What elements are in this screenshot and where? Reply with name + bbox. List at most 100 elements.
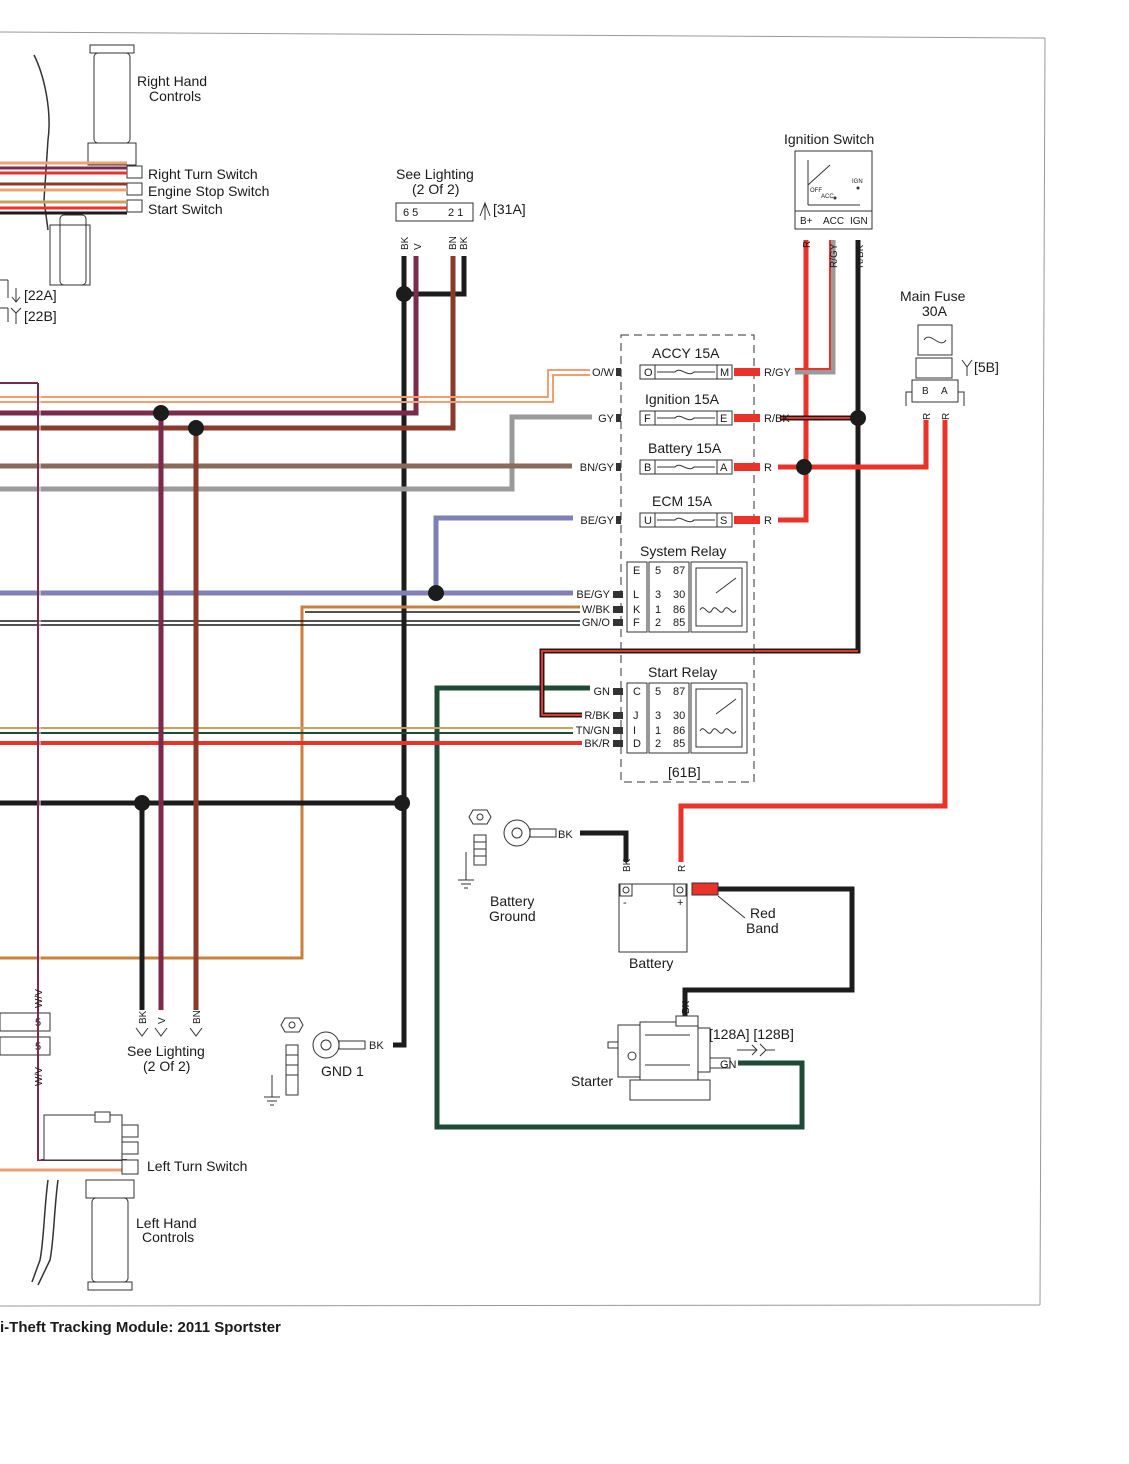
fuse-wire-out: R/GY xyxy=(764,367,792,379)
wire-label-v-bottom: V xyxy=(157,1017,168,1024)
relay-wire: R/BK xyxy=(584,710,610,722)
ign-term-acc: ACC xyxy=(823,216,844,227)
relay-pin-2: 86 xyxy=(673,604,685,616)
gnd1-label: GND 1 xyxy=(321,1063,364,1079)
left-hand-controls xyxy=(31,1111,139,1291)
fuse-in-term: B xyxy=(644,462,651,474)
fuse-out-term: M xyxy=(720,367,729,379)
ref-5b: [5B] xyxy=(974,359,999,375)
relay-pin-2: 87 xyxy=(673,686,685,698)
battery-ground-label-2: Ground xyxy=(489,908,536,924)
fuse-name: Ignition 15A xyxy=(645,391,720,407)
fuse-out-term: S xyxy=(720,515,727,527)
relay-pin-1: 2 xyxy=(655,617,661,629)
fuse-term-a: A xyxy=(941,386,948,397)
wire-label-r-fuse-a: R xyxy=(941,413,952,420)
wire-label-v-1: V xyxy=(413,243,424,250)
red-band-label-1: Red xyxy=(750,905,776,921)
wire-label-r-fuse-b: R xyxy=(922,413,933,420)
wire-label-wv-1: W/V xyxy=(34,989,45,1008)
left-connector-upper xyxy=(0,1012,51,1032)
battery-ground-label-1: Battery xyxy=(490,893,534,909)
battery-pos: + xyxy=(677,897,683,909)
see-lighting-top-2: (2 Of 2) xyxy=(412,181,459,197)
relay-pin-1: 3 xyxy=(655,589,661,601)
frame-right xyxy=(1039,37,1046,1306)
fuse-wire-out: R xyxy=(764,515,772,527)
fuse-wire-out: R/BK xyxy=(764,413,790,425)
relay-pin-1: 5 xyxy=(655,565,661,577)
relay-term: K xyxy=(633,604,641,616)
ign-pos-acc: ACC xyxy=(821,194,834,200)
see-lighting-top-1: See Lighting xyxy=(396,166,474,182)
wire-label-bk-ground: BK xyxy=(558,829,573,841)
relay-pin-2: 86 xyxy=(673,725,685,737)
connector-pins-left: 6 5 xyxy=(403,207,418,219)
wire-label-rbk-ign: R/BK xyxy=(855,244,866,268)
right-hand-controls xyxy=(33,44,143,286)
gnd1-stud xyxy=(264,1017,366,1106)
right-turn-switch-label: Right Turn Switch xyxy=(148,166,258,182)
ignition-switch-label: Ignition Switch xyxy=(784,131,874,147)
ref-22a: [22A] xyxy=(24,287,57,303)
main-fuse xyxy=(905,324,965,406)
fuse-in-term: F xyxy=(644,413,651,425)
relay-wire: BK/R xyxy=(584,738,610,750)
ign-term-ign: IGN xyxy=(850,216,868,227)
page-title: i-Theft Tracking Module: 2011 Sportster xyxy=(0,1319,281,1336)
relay-term: L xyxy=(633,589,639,601)
relay-wire: TN/GN xyxy=(576,725,610,737)
relay-wire: W/BK xyxy=(582,604,611,616)
wire-label-bn-bottom: BN xyxy=(192,1010,203,1024)
relay-term: J xyxy=(633,710,639,722)
relay-pin-1: 3 xyxy=(655,710,661,722)
wire-label-r-ign: R xyxy=(802,241,813,248)
battery-label: Battery xyxy=(629,955,673,971)
start-relay-label: Start Relay xyxy=(648,664,717,680)
see-lighting-bottom-1: See Lighting xyxy=(127,1043,205,1059)
ref-22b: [22B] xyxy=(24,308,57,324)
fuse-wire-in: O/W xyxy=(592,367,615,379)
start-switch-label: Start Switch xyxy=(148,201,223,217)
relay-pin-2: 85 xyxy=(673,617,685,629)
left-turn-switch-label: Left Turn Switch xyxy=(147,1158,247,1174)
fuse-out-term: A xyxy=(720,462,728,474)
wire-label-bk-starter: BK xyxy=(681,1000,692,1014)
relay-pin-1: 1 xyxy=(655,725,661,737)
wire-runs xyxy=(0,240,948,1172)
frame-bottom xyxy=(0,1304,1041,1307)
right-handlebar-wires xyxy=(0,161,127,215)
main-fuse-label-2: 30A xyxy=(922,303,948,319)
relay-term: E xyxy=(633,565,640,577)
starter-refs: [128A] [128B] xyxy=(709,1026,794,1042)
starter-label: Starter xyxy=(571,1073,613,1089)
left-connector-lower xyxy=(0,1036,51,1056)
red-band-label-2: Band xyxy=(746,920,779,936)
wire-label-bk-1: BK xyxy=(400,236,411,250)
relay-pin-2: 87 xyxy=(673,565,685,577)
battery xyxy=(618,882,746,953)
starter xyxy=(607,1015,731,1101)
relay-pin-1: 1 xyxy=(655,604,661,616)
wire-label-bk-bottom: BK xyxy=(138,1010,149,1024)
left-hand-controls-label-2: Controls xyxy=(142,1229,194,1245)
ign-pos-off: OFF xyxy=(810,188,822,194)
system-relay-label: System Relay xyxy=(640,543,726,559)
relay-pin-2: 85 xyxy=(673,738,685,750)
splice-nodes xyxy=(134,286,866,811)
wire-label-gn-starter: GN xyxy=(720,1059,737,1071)
right-hand-controls-label-2: Controls xyxy=(149,88,201,104)
relay-wire: GN/O xyxy=(582,617,611,629)
ignition-switch xyxy=(794,150,873,230)
fuse-wire-out: R xyxy=(764,462,772,474)
lighting-connector-top xyxy=(395,202,474,222)
